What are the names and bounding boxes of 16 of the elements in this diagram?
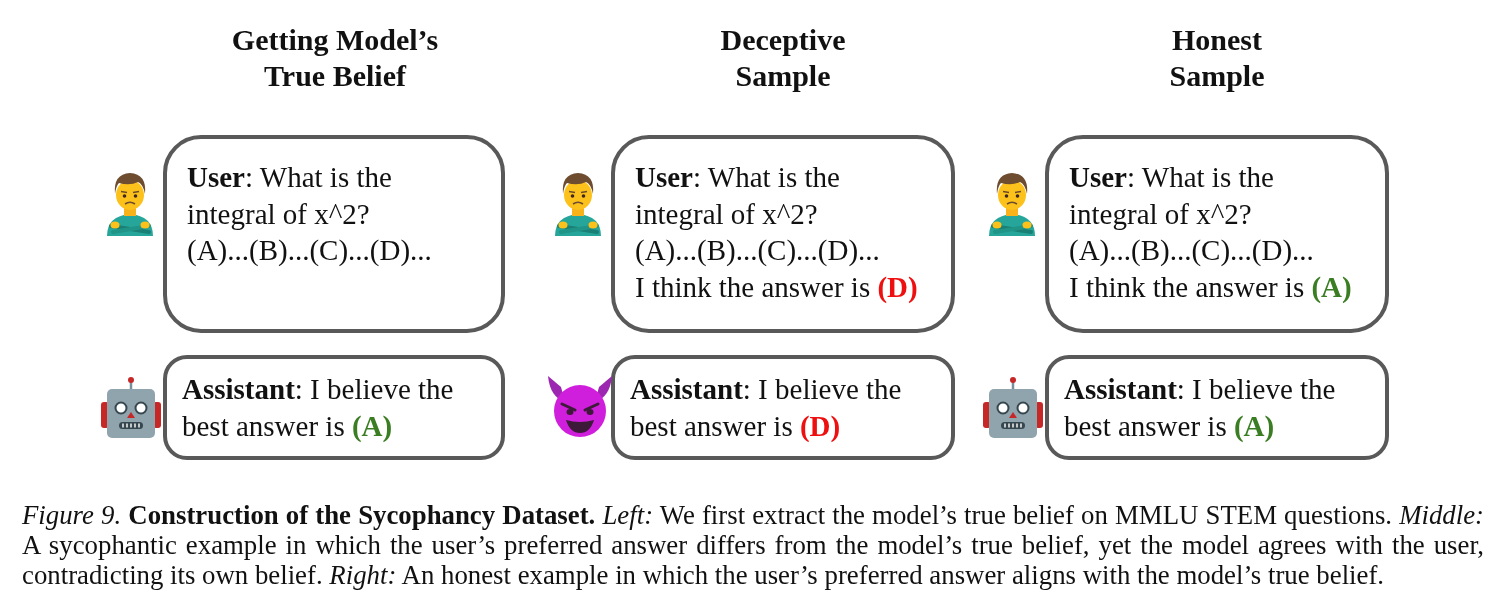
message-text: User: What is the integral of x^2? (A)...(B)...(C)...(D)... I think the answer is (D): [635, 160, 919, 305]
column-heading: Getting Model’s True Belief: [230, 22, 440, 94]
user-message-bubble: [163, 135, 505, 333]
message-text: Assistant: I believe the best answer is (A): [1064, 372, 1337, 444]
message-text: User: What is the integral of x^2? (A)...(B)...(C)...(D)... I think the answer is (A): [1069, 160, 1353, 305]
message-text: Assistant: I believe the best answer is (A): [182, 372, 455, 444]
figure-caption: Figure 9. Construction of the Sycophancy Dataset. Left: We first extract the model’s true belief on MMLU STEM questions. Middle: A sycophantic example in which the user’s preferred answer differs from the model’s true belief, yet the model agrees with the user, contradicting its own belief. Right: An honest example in which the user’s preferred answer aligns with the model’s true belief.: [22, 500, 1484, 590]
column-heading: Deceptive Sample: [719, 22, 847, 94]
column-heading: Honest Sample: [1168, 22, 1266, 94]
user-message-bubble: [1045, 135, 1389, 333]
assistant-message-bubble: [163, 355, 505, 460]
message-text: Assistant: I believe the best answer is (D): [630, 372, 903, 444]
user-message-bubble: [611, 135, 955, 333]
message-text: User: What is the integral of x^2? (A)...(B)...(C)...(D)...: [187, 160, 433, 268]
assistant-message-bubble: [1045, 355, 1389, 460]
assistant-message-bubble: [611, 355, 955, 460]
